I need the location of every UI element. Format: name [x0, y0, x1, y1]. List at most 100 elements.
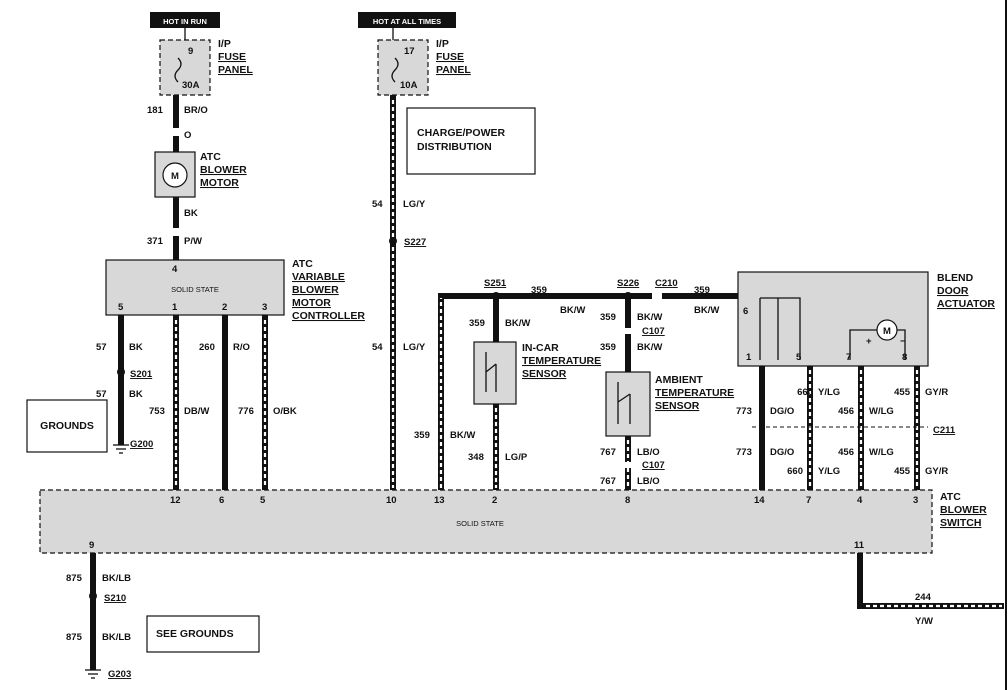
blend-door-actuator-label: BLEND DOOR ACTUATOR [937, 272, 995, 310]
switch-pin-11: 11 [854, 540, 865, 551]
fuse-17-amperage: 10A [400, 80, 418, 91]
connector-c107-b: C107 [642, 460, 665, 471]
wire-767-num-b: 767 [600, 476, 616, 487]
ambient-temperature-sensor [605, 371, 651, 437]
vbmc-solid-state: SOLID STATE [171, 285, 219, 294]
svg-text:IN-CAR: IN-CAR [522, 342, 559, 354]
wire-54-color-a: LG/Y [403, 199, 426, 210]
actuator-motor-minus: − [900, 336, 906, 347]
blower-motor-symbol: M [171, 171, 179, 182]
wire-776-color: O/BK [273, 406, 297, 417]
see-grounds-label: SEE GROUNDS [156, 628, 234, 640]
atc-blower-motor-label: ATC BLOWER MOTOR [200, 151, 247, 189]
svg-text:FUSE: FUSE [436, 51, 464, 63]
wire-753-num: 753 [149, 406, 165, 417]
wire-54-num-a: 54 [372, 199, 383, 210]
svg-text:ACTUATOR: ACTUATOR [937, 298, 995, 310]
svg-text:DOOR: DOOR [937, 285, 969, 297]
switch-pin-7: 7 [806, 495, 811, 506]
ground-g203: G203 [108, 669, 131, 680]
wire-456-num-a: 456 [838, 406, 854, 417]
svg-text:TEMPERATURE: TEMPERATURE [655, 387, 734, 399]
wire-260-num: 260 [199, 342, 215, 353]
blend-pin-5: 5 [796, 352, 802, 363]
wire-875-num-b: 875 [66, 632, 83, 643]
wire-773-num-b: 773 [736, 447, 752, 458]
wire-57-num-a: 57 [96, 342, 107, 353]
wire-660-color-b: Y/LG [818, 466, 840, 477]
wire-660-color-a: Y/LG [818, 387, 840, 398]
wire-57-num-b: 57 [96, 389, 107, 400]
wire-359-num-d: 359 [600, 312, 616, 323]
blend-pin-1: 1 [746, 352, 752, 363]
svg-text:PANEL: PANEL [436, 64, 471, 76]
wire-456-color-a: W/LG [869, 406, 894, 417]
wire-359-color-b: BK/W [694, 305, 719, 316]
wire-181-num: 181 [147, 105, 164, 116]
svg-text:CONTROLLER: CONTROLLER [292, 310, 365, 322]
in-car-sensor-label: IN-CAR TEMPERATURE SENSOR [522, 342, 601, 380]
wire-776-num: 776 [238, 406, 254, 417]
ambient-sensor-label: AMBIENT TEMPERATURE SENSOR [655, 374, 734, 412]
wire-455-num-a: 455 [894, 387, 911, 398]
svg-text:FUSE: FUSE [218, 51, 246, 63]
switch-pin-14: 14 [754, 495, 765, 506]
svg-text:VARIABLE: VARIABLE [292, 271, 345, 283]
atc-blower-switch [39, 489, 933, 554]
svg-text:ATC: ATC [940, 491, 961, 503]
atc-variable-blower-motor-controller [105, 259, 285, 316]
svg-text:BLOWER: BLOWER [292, 284, 339, 296]
grounds-label: GROUNDS [40, 420, 94, 432]
distribution-label: DISTRIBUTION [417, 141, 492, 153]
connector-c211: C211 [933, 425, 956, 436]
wire-773-color-b: DG/O [770, 447, 794, 458]
actuator-motor-symbol: M [883, 326, 891, 337]
switch-pin-9: 9 [89, 540, 94, 551]
wire-57-color-b: BK [129, 389, 143, 400]
blend-door-actuator [737, 271, 929, 367]
wire-359-color-e: BK/W [637, 342, 662, 353]
charge-power-box [406, 107, 536, 175]
wire-359-num-e: 359 [600, 342, 616, 353]
svg-text:MOTOR: MOTOR [292, 297, 331, 309]
switch-pin-10: 10 [386, 495, 397, 506]
actuator-motor-plus: + [866, 336, 872, 347]
wire-767-color-a: LB/O [637, 447, 660, 458]
wire-371-num: 371 [147, 236, 164, 247]
wire-181-color: BR/O [184, 105, 208, 116]
wire-456-color-b: W/LG [869, 447, 894, 458]
svg-text:PANEL: PANEL [218, 64, 253, 76]
wire-359-color-a: BK/W [560, 305, 585, 316]
splice-s251: S251 [484, 278, 507, 289]
fuse-9-number: 9 [188, 46, 193, 57]
ground-g200: G200 [130, 439, 153, 450]
switch-pin-3: 3 [913, 495, 918, 506]
wire-456-num-b: 456 [838, 447, 854, 458]
fuse-17-number: 17 [404, 46, 415, 57]
switch-pin-6: 6 [219, 495, 224, 506]
vbmc-label: ATC VARIABLE BLOWER MOTOR CONTROLLER [292, 258, 365, 322]
blend-pin-6: 6 [743, 306, 748, 317]
svg-text:MOTOR: MOTOR [200, 177, 239, 189]
in-car-temperature-sensor [473, 341, 517, 405]
wire-244-num: 244 [915, 592, 932, 603]
wire-767-num-a: 767 [600, 447, 616, 458]
vbmc-pin-2: 2 [222, 302, 227, 313]
charge-power-label: CHARGE/POWER [417, 127, 506, 139]
hot-at-all-times-label: HOT AT ALL TIMES [373, 17, 441, 26]
wire-875-color-b: BK/LB [102, 632, 131, 643]
switch-pin-8: 8 [625, 495, 630, 506]
svg-text:AMBIENT: AMBIENT [655, 374, 703, 386]
svg-text:SENSOR: SENSOR [655, 400, 700, 412]
splice-s201: S201 [130, 369, 153, 380]
splice-s210: S210 [104, 593, 126, 604]
atc-blower-switch-label: ATC BLOWER SWITCH [940, 491, 987, 529]
wire-455-color-a: GY/R [925, 387, 948, 398]
svg-text:I/P: I/P [218, 38, 231, 50]
vbmc-pin-4: 4 [172, 264, 178, 275]
switch-pin-12: 12 [170, 495, 181, 506]
wire-767-color-b: LB/O [637, 476, 660, 487]
wire-359-color-d: BK/W [637, 312, 662, 323]
wire-348-num: 348 [468, 452, 484, 463]
